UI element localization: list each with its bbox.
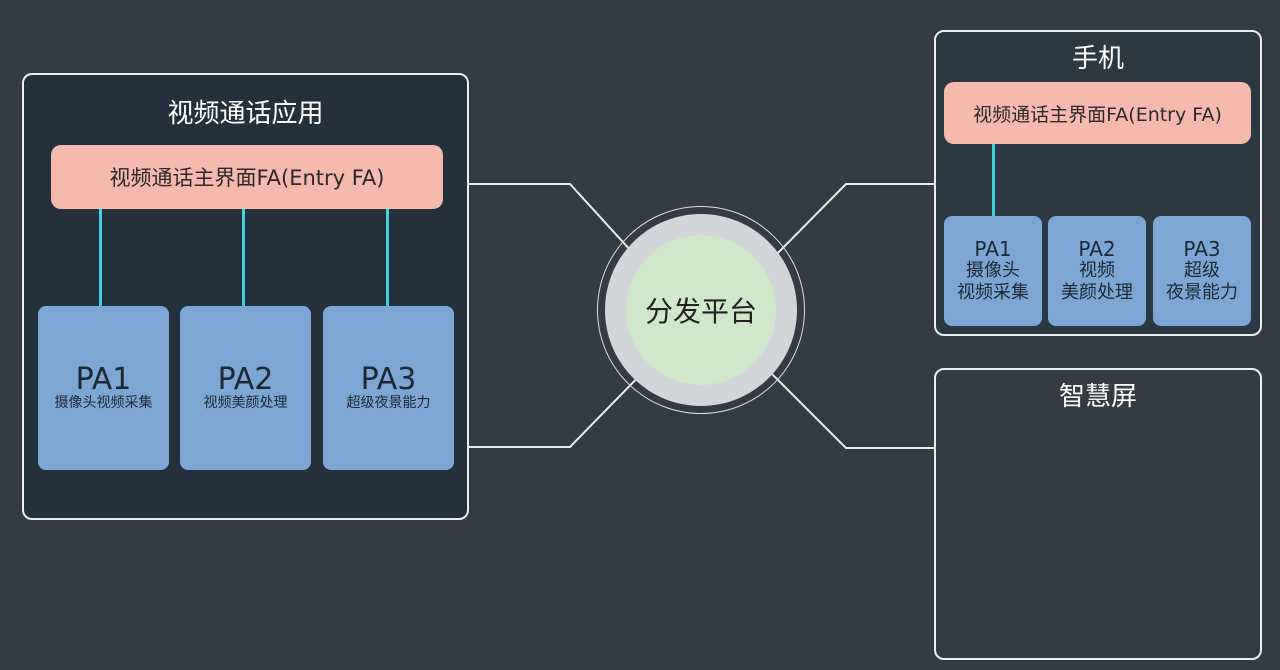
link-app-to-platform-top — [469, 183, 643, 264]
video-call-app-panel: 视频通话应用 视频通话主界面FA(Entry FA) PA1 摄像头视频采集 P… — [22, 73, 469, 520]
app-pa2-name: PA2 — [217, 361, 274, 397]
smart-screen-panel: 智慧屏 — [934, 368, 1262, 660]
app-pa1-box[interactable]: PA1 摄像头视频采集 — [38, 306, 169, 470]
smart-screen-panel-title: 智慧屏 — [1058, 382, 1137, 412]
link-platform-to-phone — [763, 183, 934, 268]
phone-pa1-desc: 摄像头 视频采集 — [957, 259, 1029, 303]
distribution-platform[interactable]: 分发平台 — [626, 235, 776, 385]
app-pa2-desc: 视频美颜处理 — [203, 395, 288, 412]
app-entry-fa[interactable]: 视频通话主界面FA(Entry FA) — [51, 145, 443, 209]
app-pa2-box[interactable]: PA2 视频美颜处理 — [180, 306, 311, 470]
phone-pa3-box[interactable]: PA3 超级 夜景能力 — [1153, 216, 1251, 326]
platform-outer-ring — [597, 206, 805, 414]
phone-pa1-box[interactable]: PA1 摄像头 视频采集 — [944, 216, 1042, 326]
phone-entry-fa[interactable]: 视频通话主界面FA(Entry FA) — [944, 82, 1251, 144]
phone-pa3-desc: 超级 夜景能力 — [1166, 259, 1238, 303]
app-pa3-desc: 超级夜景能力 — [346, 395, 431, 412]
app-panel-title: 视频通话应用 — [167, 99, 324, 129]
app-pa3-name: PA3 — [360, 361, 417, 397]
app-pa1-desc: 摄像头视频采集 — [54, 395, 153, 412]
app-fa-pa1-connector — [99, 209, 102, 306]
phone-pa2-box[interactable]: PA2 视频 美颜处理 — [1048, 216, 1146, 326]
phone-pa2-name: PA2 — [1078, 236, 1116, 261]
app-pa1-name: PA1 — [75, 361, 132, 397]
phone-panel-title: 手机 — [1071, 44, 1124, 74]
link-app-to-platform-bottom — [469, 364, 651, 448]
phone-fa-pa1-connector — [992, 144, 995, 216]
app-fa-pa3-connector — [386, 209, 389, 306]
phone-pa2-desc: 视频 美颜处理 — [1061, 259, 1133, 303]
phone-pa1-name: PA1 — [974, 236, 1012, 261]
phone-pa3-name: PA3 — [1183, 236, 1221, 261]
app-pa3-box[interactable]: PA3 超级夜景能力 — [323, 306, 454, 470]
link-platform-to-smart-screen — [757, 359, 934, 449]
phone-panel: 手机 视频通话主界面FA(Entry FA) PA1 摄像头 视频采集 PA2 … — [934, 30, 1262, 336]
app-fa-pa2-connector — [242, 209, 245, 306]
